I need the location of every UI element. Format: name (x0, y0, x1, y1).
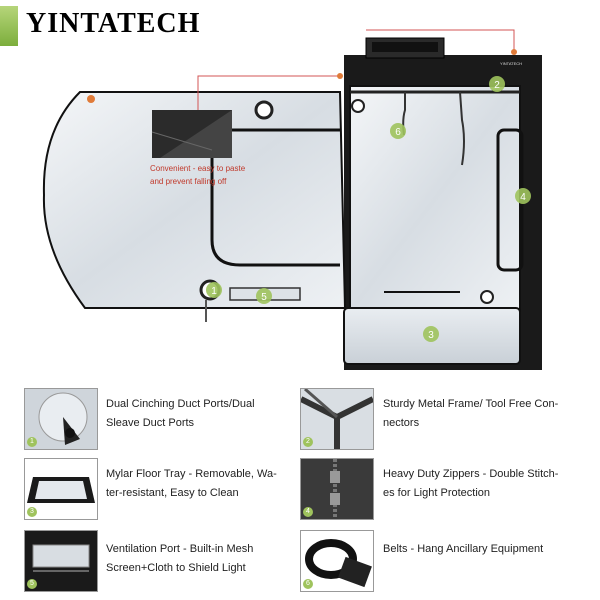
door-flap (42, 91, 347, 309)
thumb-floor-tray: 3 (24, 458, 98, 520)
svg-text:2: 2 (494, 80, 500, 91)
svg-text:6: 6 (395, 127, 401, 138)
tent-interior (349, 85, 521, 312)
brand-logo: YINTATECH (26, 8, 201, 39)
thumb-belts: 6 (300, 530, 374, 592)
marker-6: 6 (390, 123, 406, 139)
marker-1: 1 (206, 282, 222, 298)
feature-text-1: Dual Cinching Duct Ports/Dual Sleave Duc… (106, 398, 255, 429)
marker-4: 4 (515, 188, 531, 204)
feature-text-4: Heavy Duty Zippers - Double Stitch- es f… (383, 468, 559, 499)
svg-text:5: 5 (261, 292, 267, 303)
thumb-zippers: 4 (300, 458, 374, 520)
duct-port (254, 100, 274, 120)
feature-text-6: Belts - Hang Ancillary Equipment (383, 543, 544, 555)
thumb-duct-port: 1 (24, 388, 98, 450)
marker-5: 5 (256, 288, 272, 304)
marker-2: 2 (489, 76, 505, 92)
svg-text:3: 3 (428, 330, 434, 341)
feature-text-2: Sturdy Metal Frame/ Tool Free Con- necto… (383, 398, 559, 429)
thumb-metal-frame: 2 (300, 388, 374, 450)
svg-text:4: 4 (520, 192, 526, 203)
svg-text:1: 1 (211, 286, 217, 297)
brand-accent-bar (0, 6, 18, 46)
grow-tent-illustration: YINTATECH 1 2 3 4 5 6 (42, 29, 542, 370)
feature-text-5: Ventilation Port - Built-in Mesh Screen+… (106, 543, 254, 574)
thumb-vent-port: 5 (24, 530, 98, 592)
marker-3: 3 (423, 326, 439, 342)
velcro-callout: Convenient - easy to paste and prevent f… (150, 164, 246, 186)
feature-text-3: Mylar Floor Tray - Removable, Wa- ter-re… (106, 468, 277, 499)
tent-label: YINTATECH (500, 61, 522, 66)
